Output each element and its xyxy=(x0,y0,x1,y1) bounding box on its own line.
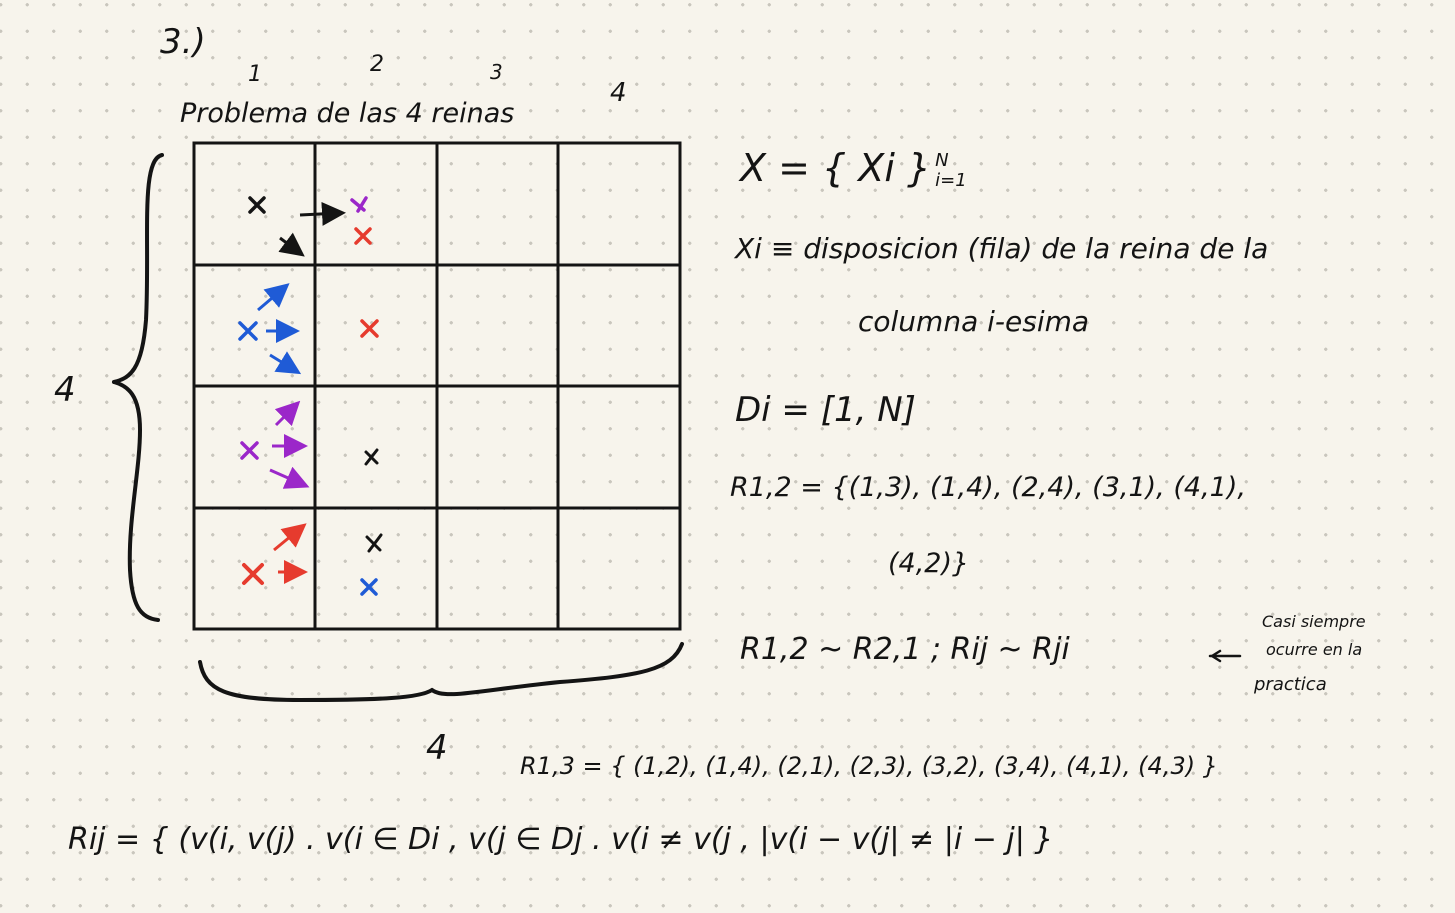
rows-brace xyxy=(112,153,164,622)
xi-definition-line2: columna i-esima xyxy=(858,305,1090,338)
queen-mark-r4c1-red xyxy=(242,563,264,585)
aside-arrow xyxy=(1208,649,1242,663)
aside-note-line2: ocurre en la xyxy=(1266,640,1363,659)
variables-sub: i=1 xyxy=(935,169,967,191)
queen-mark-r3c1-purple xyxy=(240,441,259,460)
board-grid xyxy=(192,141,682,631)
symmetry-note: R1,2 ~ R2,1 ; Rij ~ Rji xyxy=(740,632,1070,667)
column-number-3: 3 xyxy=(490,60,503,84)
queen-mark-r1c1 xyxy=(248,196,266,214)
arrow-r2-down xyxy=(269,351,302,375)
queen-mark-r1c2-purple xyxy=(350,196,368,213)
queen-mark-r2c2-red xyxy=(360,319,379,338)
r13-definition: R1,3 = { (1,2), (1,4), (2,1), (2,3), (3,… xyxy=(520,752,1218,780)
queen-mark-r3c2 xyxy=(364,448,379,466)
queen-mark-r2c1-blue xyxy=(238,321,258,341)
column-number-4: 4 xyxy=(610,78,627,108)
column-number-2: 2 xyxy=(370,52,384,77)
queen-mark-r4c2 xyxy=(365,533,383,553)
arrow-r3-down xyxy=(269,466,310,489)
arrow-r4-up xyxy=(273,523,307,552)
aside-note-line3: practica xyxy=(1254,674,1327,695)
queen-mark-r1c2-red xyxy=(354,227,372,245)
cols-brace xyxy=(198,642,684,703)
r12-line2: (4,2)} xyxy=(888,548,970,579)
column-number-1: 1 xyxy=(248,62,262,87)
page-title: Problema de las 4 reinas xyxy=(180,98,515,129)
queen-mark-r4c2-blue xyxy=(360,578,378,596)
arrow-r1c1-right xyxy=(299,201,346,226)
variables-sup: N xyxy=(935,149,949,171)
r12-line1: R1,2 = {(1,3), (1,4), (2,4), (3,1), (4,1… xyxy=(730,472,1246,503)
variables-main: X = { Xi } xyxy=(740,146,932,190)
rij-general-definition: Rij = { (v(i, v(j) . v(i ∈ Di , v(j ∈ Dj… xyxy=(68,822,1054,857)
problem-number: 3.) xyxy=(160,22,206,62)
cols-count-label: 4 xyxy=(426,728,448,768)
arrow-r3-up xyxy=(274,400,301,427)
xi-definition-line1: Xi ≡ disposicion (fila) de la reina de l… xyxy=(735,232,1269,265)
arrow-r1c1-diag xyxy=(278,232,305,257)
aside-note-line1: Casi siempre xyxy=(1262,612,1366,631)
arrow-r2-up xyxy=(257,283,290,312)
rows-count-label: 4 xyxy=(54,370,76,410)
domain-definition: Di = [1, N] xyxy=(735,390,916,430)
